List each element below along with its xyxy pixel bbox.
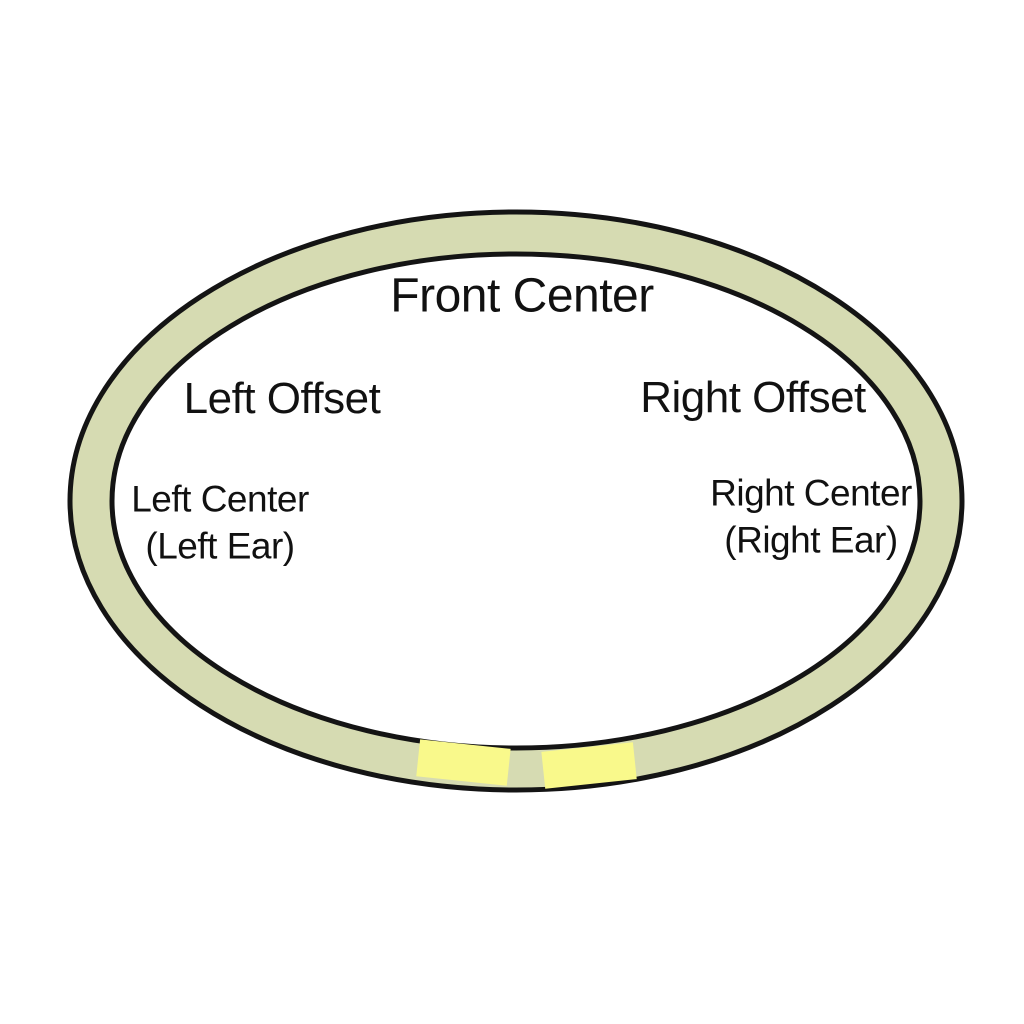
headband-inner-ellipse <box>109 251 923 751</box>
left-center-label-line1: Left Center <box>131 478 309 520</box>
left-center-label: Left Center (Left Ear) <box>131 476 309 569</box>
right-center-label-line2: (Right Ear) <box>724 519 898 560</box>
front-center-label: Front Center <box>390 269 654 323</box>
left-offset-label: Left Offset <box>183 374 381 423</box>
right-highlight-segment <box>541 742 637 789</box>
left-highlight-segment <box>416 739 511 786</box>
right-center-label-line1: Right Center <box>710 472 912 514</box>
left-center-label-line2: (Left Ear) <box>145 525 295 566</box>
right-offset-label: Right Offset <box>640 373 866 422</box>
right-center-label: Right Center (Right Ear) <box>710 470 912 563</box>
